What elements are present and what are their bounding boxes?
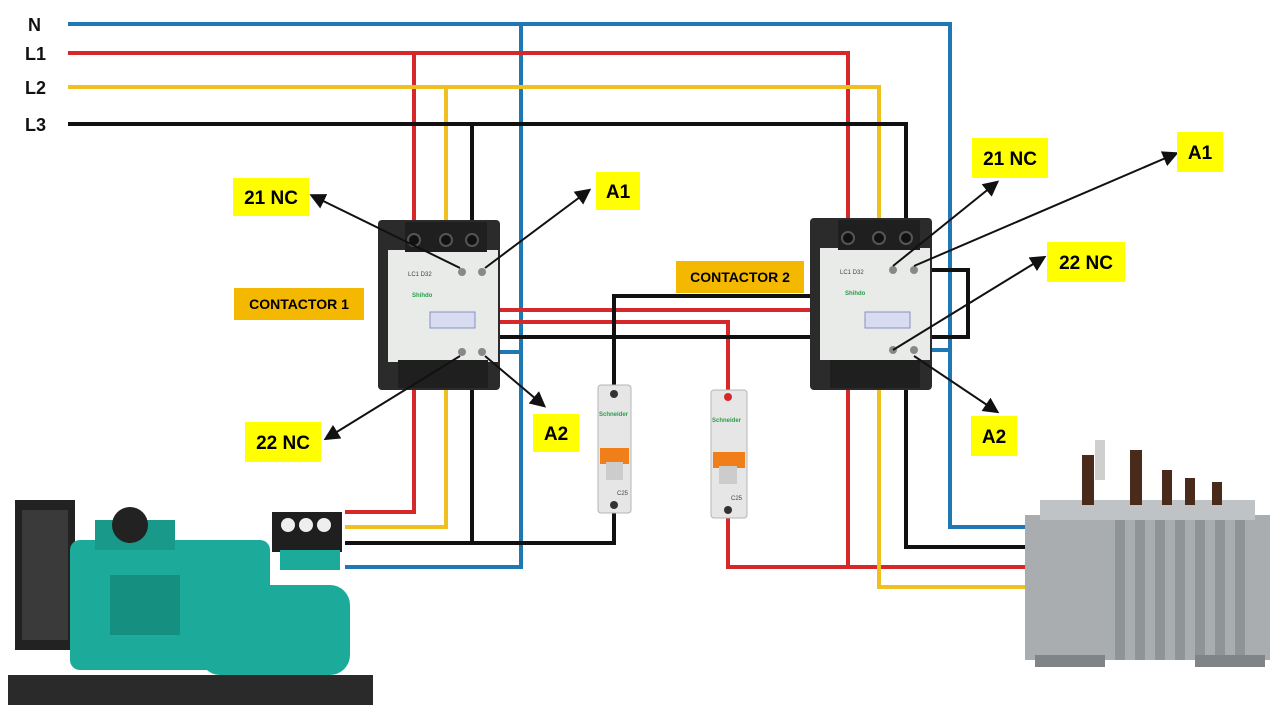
contactor-2-title: CONTACTOR 2 (690, 269, 790, 285)
circuit-breaker-2-icon: Schneider C25 (710, 389, 748, 519)
contactor-1-model: LC1 D32 (408, 272, 432, 278)
callout-arrows (309, 151, 1179, 441)
contactor-2-brand: Shihdo (845, 291, 866, 297)
label-c2-22nc-text: 22 NC (1059, 253, 1113, 274)
bus-label-l3: L3 (25, 115, 46, 135)
breaker-1-rating: C25 (617, 491, 629, 497)
neutral-bus (68, 22, 1025, 569)
breaker-1-brand: Schneider (599, 412, 629, 418)
label-contactor-1: CONTACTOR 1 (234, 288, 364, 320)
bus-label-n: N (28, 15, 41, 35)
label-c2-22nc: 22 NC (1047, 242, 1125, 282)
label-c1-a1: A1 (596, 172, 640, 210)
contactor-1-icon: LC1 D32 Shihdo (378, 220, 500, 390)
contactor-1-brand: Shihdo (412, 293, 433, 299)
label-c1-22nc-text: 22 NC (256, 433, 310, 454)
label-c1-a1-text: A1 (606, 182, 631, 203)
label-c1-a2-text: A2 (544, 424, 568, 445)
l1-bus (68, 51, 850, 237)
diesel-generator-icon (8, 500, 373, 705)
label-c2-a2-text: A2 (982, 427, 1006, 448)
breaker-2-rating: C25 (731, 496, 743, 502)
l2-bus (68, 85, 881, 237)
label-c2-21nc-text: 21 NC (983, 149, 1037, 170)
l3-bus (68, 122, 908, 237)
label-contactor-2: CONTACTOR 2 (676, 261, 804, 293)
label-c2-a1-text: A1 (1188, 143, 1213, 164)
bus-label-l2: L2 (25, 78, 46, 98)
breaker-2-brand: Schneider (712, 418, 742, 424)
label-c2-a2: A2 (971, 416, 1017, 456)
generator-output-wires (345, 385, 474, 545)
label-c2-21nc: 21 NC (972, 138, 1048, 178)
label-c2-a1: A1 (1177, 132, 1223, 172)
label-c1-a2: A2 (533, 414, 579, 452)
contactor-2-icon: LC1 D32 Shihdo (810, 218, 932, 390)
contactor-1-title: CONTACTOR 1 (249, 296, 349, 312)
power-transformer-icon (1025, 440, 1270, 667)
label-c1-21nc-text: 21 NC (244, 188, 298, 209)
contactor-2-model: LC1 D32 (840, 270, 864, 276)
label-c1-22nc: 22 NC (245, 422, 321, 462)
label-c1-21nc: 21 NC (233, 178, 309, 216)
bus-label-l1: L1 (25, 44, 46, 64)
transformer-output-wires (846, 385, 1025, 589)
circuit-breaker-1-icon: Schneider C25 (597, 384, 632, 514)
